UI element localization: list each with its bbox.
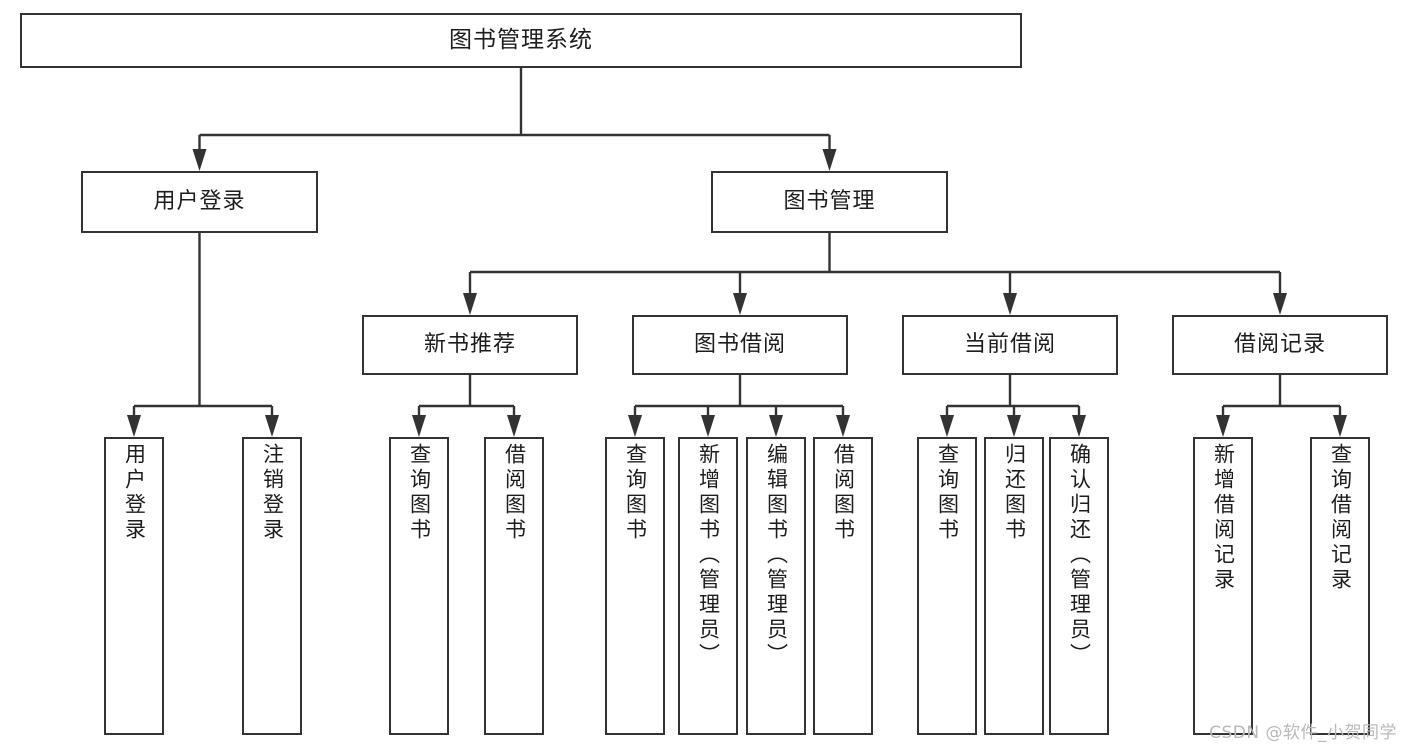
node-new-book-recommend[interactable]: 新书推荐	[362, 315, 578, 375]
node-book-manage[interactable]: 图书管理	[711, 171, 948, 233]
watermark: CSDN @软件_小贺同学	[1209, 723, 1397, 743]
node-current-borrow[interactable]: 当前借阅	[902, 315, 1118, 375]
arrow-head	[701, 415, 715, 437]
arrow-head	[1003, 293, 1017, 315]
node-leaf-query-book-3[interactable]: 查询图书	[917, 437, 977, 735]
node-label: 用户登录	[122, 443, 147, 543]
node-label: 图书管理	[783, 188, 876, 214]
node-label: 查询图书	[935, 443, 960, 543]
arrow-head	[733, 293, 747, 315]
node-label: 借阅图书	[502, 443, 527, 543]
node-label: 用户登录	[153, 188, 246, 214]
node-leaf-borrow-book-2[interactable]: 借阅图书	[813, 437, 873, 735]
node-leaf-add-record[interactable]: 新增借阅记录	[1193, 437, 1253, 735]
node-label: 编辑图书（管理员）	[764, 443, 789, 668]
arrow-head	[463, 293, 477, 315]
node-label: 图书借阅	[693, 331, 786, 357]
arrow-head	[1333, 415, 1347, 437]
node-label: 查询图书	[407, 443, 432, 543]
node-leaf-user-login[interactable]: 用户登录	[104, 437, 164, 735]
arrow-head	[1072, 415, 1086, 437]
node-leaf-add-book[interactable]: 新增图书（管理员）	[678, 437, 738, 735]
arrow-head	[1007, 415, 1021, 437]
node-book-borrow[interactable]: 图书借阅	[632, 315, 848, 375]
arrow-head	[412, 415, 426, 437]
arrow-head	[1273, 293, 1287, 315]
node-label: 借阅图书	[831, 443, 856, 543]
node-leaf-query-record[interactable]: 查询借阅记录	[1310, 437, 1370, 735]
node-label: 当前借阅	[963, 331, 1056, 357]
arrow-head	[769, 415, 783, 437]
arrow-head	[940, 415, 954, 437]
node-leaf-query-book-2[interactable]: 查询图书	[605, 437, 665, 735]
node-root[interactable]: 图书管理系统	[20, 13, 1022, 68]
node-borrow-record[interactable]: 借阅记录	[1172, 315, 1388, 375]
node-label: 新增借阅记录	[1211, 443, 1236, 593]
node-leaf-query-book-1[interactable]: 查询图书	[389, 437, 449, 735]
node-label: 图书管理系统	[449, 26, 593, 53]
arrow-head	[822, 149, 837, 171]
arrow-head	[1216, 415, 1230, 437]
node-leaf-borrow-book-1[interactable]: 借阅图书	[484, 437, 544, 735]
arrow-head	[265, 415, 279, 437]
node-leaf-edit-book[interactable]: 编辑图书（管理员）	[746, 437, 806, 735]
node-label: 查询借阅记录	[1328, 443, 1353, 593]
node-leaf-return-book[interactable]: 归还图书	[984, 437, 1044, 735]
node-leaf-confirm-return[interactable]: 确认归还（管理员）	[1049, 437, 1109, 735]
node-label: 查询图书	[623, 443, 648, 543]
arrow-head	[836, 415, 850, 437]
node-label: 新书推荐	[423, 331, 516, 357]
node-user-login[interactable]: 用户登录	[81, 171, 318, 233]
node-label: 注销登录	[260, 443, 285, 543]
arrow-head	[507, 415, 521, 437]
arrow-head	[628, 415, 642, 437]
node-leaf-user-logout[interactable]: 注销登录	[242, 437, 302, 735]
node-label: 确认归还（管理员）	[1067, 443, 1092, 668]
arrow-head	[192, 149, 207, 171]
arrow-head	[127, 415, 141, 437]
node-label: 借阅记录	[1233, 331, 1326, 357]
node-label: 归还图书	[1002, 443, 1027, 543]
node-label: 新增图书（管理员）	[696, 443, 721, 668]
